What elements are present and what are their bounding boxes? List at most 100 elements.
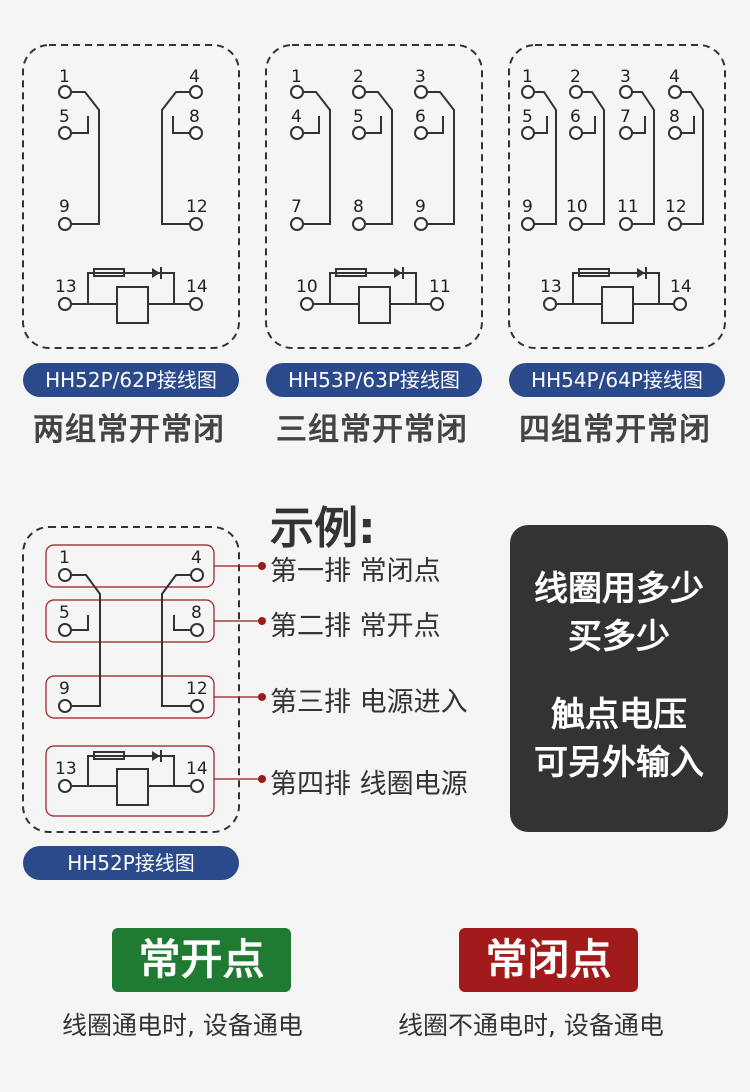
pin-terminal — [569, 85, 583, 99]
contact-wire — [161, 91, 190, 225]
contact-wire — [632, 116, 646, 134]
pin-terminal — [352, 217, 366, 231]
contact-wire — [582, 91, 605, 225]
note-line-4: 可另外输入 — [534, 743, 704, 783]
coil-symbol — [71, 750, 191, 806]
pin-terminal — [58, 297, 72, 311]
pin-label: 7 — [291, 197, 302, 217]
pin-terminal — [189, 217, 203, 231]
diagram-border — [265, 44, 483, 349]
pin-label: 3 — [415, 67, 426, 87]
pin-label: 12 — [186, 197, 208, 217]
pin-terminal — [189, 126, 203, 140]
contact-wire — [173, 615, 191, 631]
pin-terminal — [543, 297, 557, 311]
pin-terminal — [189, 297, 203, 311]
pin-terminal — [58, 85, 72, 99]
pin-terminal — [521, 85, 535, 99]
pin-label: 9 — [415, 197, 426, 217]
pin-label: 14 — [670, 277, 692, 297]
pin-label: 13 — [55, 277, 77, 297]
pin-terminal — [190, 568, 204, 582]
contact-wire — [582, 116, 596, 134]
contact-wire — [172, 116, 190, 134]
contact-wire — [427, 116, 444, 134]
pin-terminal — [569, 126, 583, 140]
pin-label: 8 — [189, 107, 200, 127]
pin-label: 12 — [665, 197, 687, 217]
contact-wire — [161, 574, 191, 707]
diagram-subtitle: 四组常开常闭 — [519, 412, 711, 448]
pin-label: 3 — [620, 67, 631, 87]
coil-symbol — [556, 267, 674, 324]
pin-label: 1 — [59, 548, 70, 568]
pin-label: 4 — [669, 67, 680, 87]
normally-closed-badge: 常闭点 — [459, 928, 638, 992]
pin-terminal — [290, 85, 304, 99]
contact-wire — [534, 91, 557, 225]
pin-label: 6 — [415, 107, 426, 127]
coil-symbol — [313, 267, 431, 324]
pin-terminal — [190, 779, 204, 793]
pin-label: 11 — [429, 277, 451, 297]
pin-label: 14 — [186, 277, 208, 297]
pin-label: 5 — [522, 107, 533, 127]
pin-label: 7 — [620, 107, 631, 127]
pin-label: 10 — [566, 197, 588, 217]
pin-terminal — [668, 85, 682, 99]
normally-open-badge: 常开点 — [112, 928, 291, 992]
example-diagram-hh52p: 1 4 5 8 9 12 13 14 — [22, 526, 266, 833]
row-label-3: 第三排 电源进入 — [270, 687, 468, 718]
pin-terminal — [414, 126, 428, 140]
row-box-1 — [45, 544, 215, 588]
contact-wire — [681, 91, 704, 225]
pin-label: 2 — [353, 67, 364, 87]
normally-open-desc: 线圈通电时, 设备通电 — [62, 1011, 303, 1040]
diagram-caption: HH52P/62P接线图 — [23, 363, 239, 397]
pin-terminal — [569, 217, 583, 231]
pin-terminal — [58, 568, 72, 582]
coil-symbol — [71, 267, 190, 324]
pin-terminal — [668, 217, 682, 231]
diagram-border — [22, 44, 240, 349]
note-line-2: 买多少 — [568, 617, 670, 657]
note-line-1: 线圈用多少 — [534, 569, 704, 609]
contact-wire — [365, 116, 382, 134]
row-connector-dot — [258, 693, 266, 701]
pin-terminal — [58, 217, 72, 231]
pin-terminal — [58, 126, 72, 140]
diagram-caption: HH54P/64P接线图 — [509, 363, 725, 397]
pin-label: 9 — [522, 197, 533, 217]
pin-label: 5 — [353, 107, 364, 127]
diagram-hh52p: 1 5 9 4 8 12 13 14 — [22, 44, 240, 349]
pin-terminal — [668, 126, 682, 140]
pin-label: 10 — [296, 277, 318, 297]
contact-wire — [632, 91, 655, 225]
pin-label: 4 — [191, 548, 202, 568]
pin-label: 8 — [669, 107, 680, 127]
row-label-4: 第四排 线圈电源 — [270, 769, 468, 800]
diagram-subtitle: 两组常开常闭 — [33, 412, 225, 448]
pin-terminal — [190, 623, 204, 637]
pin-terminal — [619, 217, 633, 231]
example-caption: HH52P接线图 — [23, 846, 239, 880]
row-connector-dot — [258, 775, 266, 783]
example-title: 示例: — [270, 503, 376, 554]
pin-terminal — [352, 126, 366, 140]
row-connector-dot — [258, 617, 266, 625]
pin-terminal — [673, 297, 687, 311]
pin-label: 12 — [186, 679, 208, 699]
pin-terminal — [352, 85, 366, 99]
pin-label: 11 — [617, 197, 639, 217]
pin-terminal — [619, 85, 633, 99]
pin-terminal — [430, 297, 444, 311]
diagram-hh54p: 1 5 9 2 6 10 3 7 11 4 8 12 13 — [508, 44, 726, 349]
pin-terminal — [619, 126, 633, 140]
contact-wire — [534, 116, 548, 134]
pin-label: 8 — [353, 197, 364, 217]
row-label-2: 第二排 常开点 — [270, 611, 441, 642]
pin-label: 9 — [59, 679, 70, 699]
contact-wire — [303, 116, 320, 134]
contact-wire — [365, 91, 393, 225]
pin-terminal — [521, 126, 535, 140]
